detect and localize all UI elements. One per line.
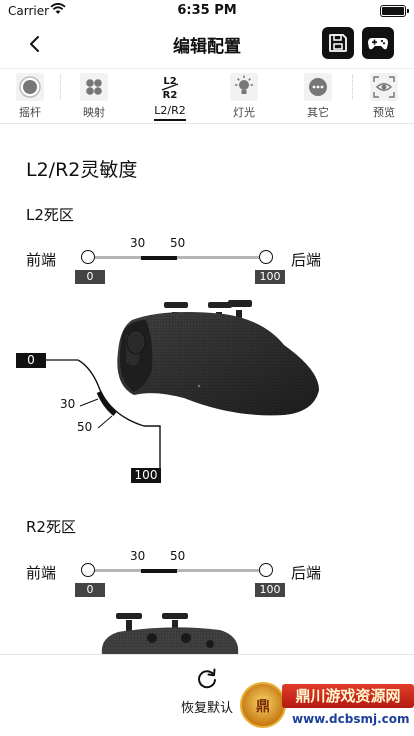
- reset-button[interactable]: [195, 667, 219, 691]
- tab-label: 预览: [373, 106, 395, 119]
- more-icon: [304, 73, 332, 101]
- tab-light[interactable]: 灯光: [214, 69, 274, 125]
- chevron-left-icon: [30, 36, 39, 52]
- light-icon: [230, 73, 258, 101]
- l2-slider-back-knob[interactable]: [259, 250, 273, 264]
- watermark-logo: 鼎: [240, 682, 286, 728]
- refresh-icon: [198, 668, 216, 689]
- tab-l2-r2[interactable]: L2 R2 L2/R2: [140, 69, 200, 125]
- r2-deadzone-title: R2死区: [26, 518, 76, 536]
- mapping-icon: [80, 73, 108, 101]
- section-title: L2/R2灵敏度: [26, 159, 138, 181]
- l2-back-label: 后端: [291, 251, 322, 269]
- l2-slider-track[interactable]: [88, 256, 266, 259]
- watermark: 鼎 鼎川游戏资源网 www.dcbsmj.com: [238, 678, 414, 736]
- trigger-icon: L2 R2: [156, 73, 184, 101]
- gamepad-icon: [368, 38, 388, 50]
- l2-back-value: 100: [255, 270, 285, 284]
- status-bar: Carrier 6:35 PM: [0, 0, 414, 22]
- navigation-bar: 编辑配置: [0, 22, 414, 66]
- joystick-icon: [16, 73, 44, 101]
- active-tab-indicator: [154, 119, 186, 121]
- carrier-label: Carrier: [8, 4, 50, 18]
- diagram-label-max: 100: [131, 468, 161, 483]
- tab-label: 灯光: [233, 106, 255, 119]
- save-button[interactable]: [322, 27, 354, 59]
- r2-slider-front-knob[interactable]: [81, 563, 95, 577]
- l2-front-label: 前端: [26, 251, 57, 269]
- tab-joystick[interactable]: 摇杆: [0, 69, 60, 125]
- clock: 6:35 PM: [177, 3, 237, 18]
- gamepad-button[interactable]: [362, 27, 394, 59]
- l2-front-value: 0: [75, 270, 105, 284]
- controller-trigger-diagram: [16, 300, 319, 468]
- tab-label: 摇杆: [19, 106, 41, 119]
- l2-tick-high: 50: [170, 236, 186, 250]
- watermark-name: 鼎川游戏资源网: [282, 684, 414, 708]
- l2-tick-low: 30: [130, 236, 146, 250]
- tab-bar: 摇杆 映射 L2 R2 L2/R2 灯光 其它: [0, 68, 414, 124]
- tab-label: 其它: [307, 106, 329, 119]
- r2-tick-high: 50: [170, 549, 186, 563]
- watermark-url: www.dcbsmj.com: [290, 712, 412, 726]
- tab-divider: [60, 75, 61, 99]
- controller-front-image: [101, 613, 239, 654]
- r2-front-value: 0: [75, 583, 105, 597]
- r2-front-label: 前端: [26, 564, 57, 582]
- l2-slider-front-knob[interactable]: [81, 250, 95, 264]
- tab-label: 映射: [83, 106, 105, 119]
- tab-mapping[interactable]: 映射: [64, 69, 124, 125]
- page-title: 编辑配置: [173, 37, 241, 57]
- trigger-icon-bottom-text: R2: [163, 90, 178, 101]
- preview-icon: [370, 73, 398, 101]
- trigger-icon-top-text: L2: [163, 76, 176, 87]
- wifi-icon: [50, 3, 66, 18]
- r2-slider-track[interactable]: [88, 569, 266, 572]
- r2-back-label: 后端: [291, 564, 322, 582]
- r2-slider-range[interactable]: [141, 568, 177, 573]
- tab-other[interactable]: 其它: [288, 69, 348, 125]
- reset-label[interactable]: 恢复默认: [180, 701, 233, 716]
- diagram-label-50: 50: [77, 420, 93, 434]
- r2-back-value: 100: [255, 583, 285, 597]
- diagram-label-min: 0: [16, 353, 46, 368]
- battery-icon: [380, 5, 409, 17]
- diagram-label-30: 30: [60, 397, 76, 411]
- r2-tick-low: 30: [130, 549, 146, 563]
- l2-slider-range[interactable]: [141, 255, 177, 260]
- back-button[interactable]: [22, 30, 50, 58]
- l2-deadzone-title: L2死区: [26, 206, 74, 224]
- save-icon: [329, 34, 347, 52]
- tab-divider: [352, 75, 353, 99]
- r2-slider-back-knob[interactable]: [259, 563, 273, 577]
- tab-label: L2/R2: [154, 104, 186, 117]
- tab-preview[interactable]: 预览: [354, 69, 414, 125]
